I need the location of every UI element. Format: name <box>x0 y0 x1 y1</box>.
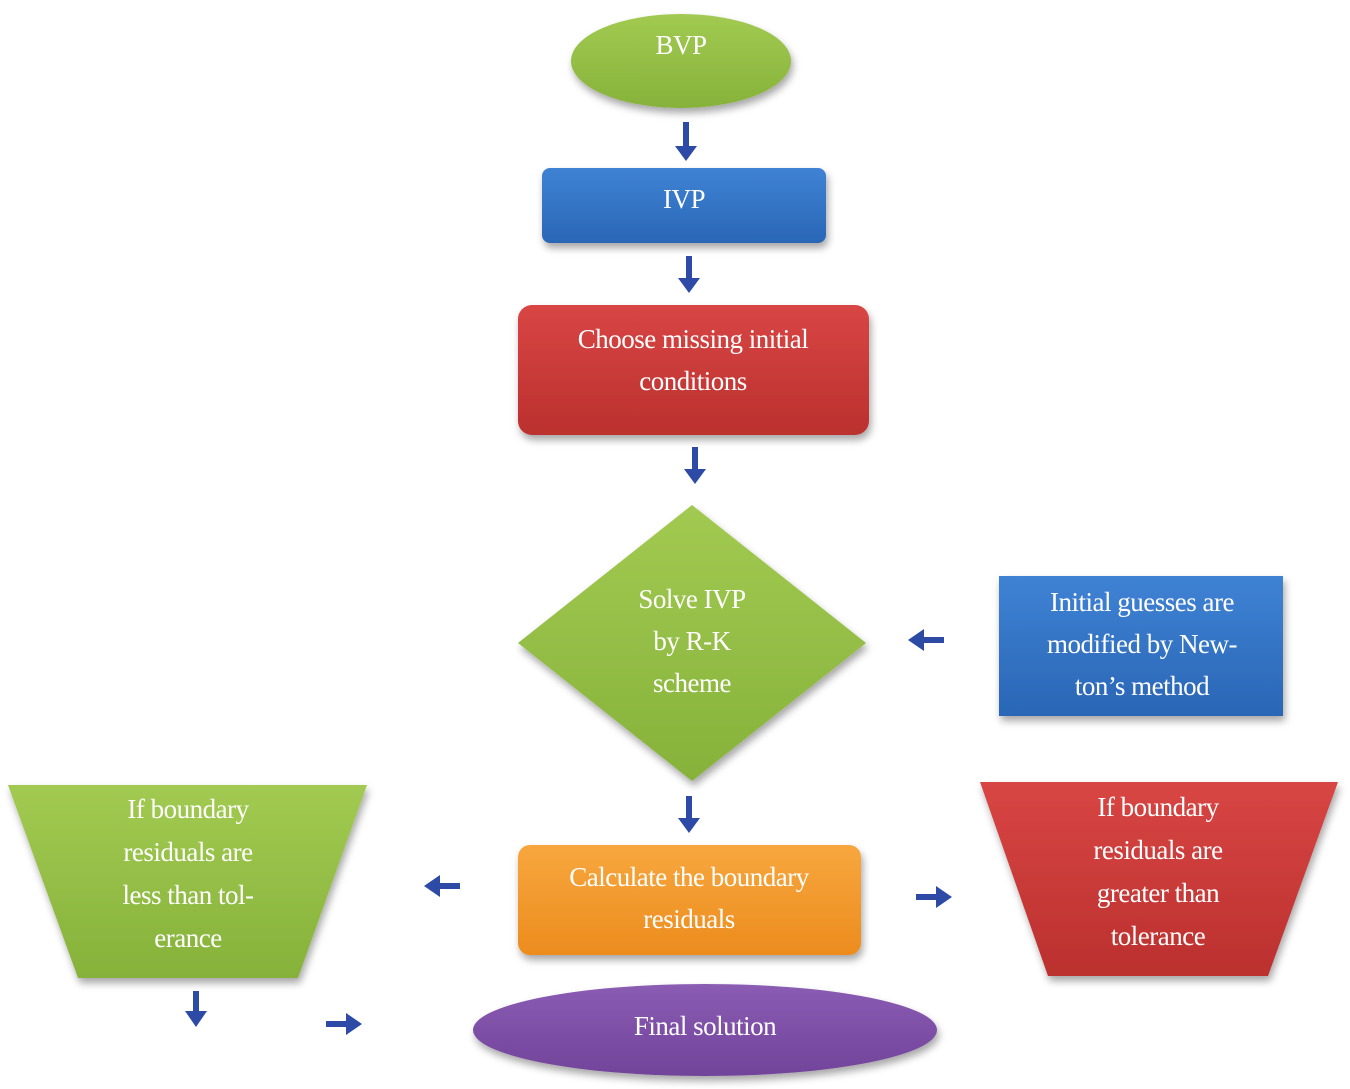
node-less-line: less than tol- <box>123 880 254 910</box>
arrow-calculate-to-less <box>424 875 460 897</box>
node-final-text: Final solution <box>634 1011 777 1041</box>
node-solve-line: Solve IVP <box>638 584 745 614</box>
node-ivp-shape <box>542 168 826 243</box>
node-calculate-text: Calculate the boundary residuals <box>569 862 809 934</box>
node-final-line: Final solution <box>634 1011 777 1041</box>
arrow-down-icon <box>185 1011 207 1027</box>
node-ivp-text: IVP <box>663 184 705 214</box>
node-less: If boundary residuals are less than tol-er… <box>8 785 367 978</box>
node-solve-line: by R-K <box>653 626 731 656</box>
arrow-left-icon <box>908 629 924 651</box>
node-solve: Solve IVP by R-K scheme <box>518 505 866 781</box>
node-greater-line: tolerance <box>1111 921 1206 951</box>
node-bvp: BVP <box>571 14 791 108</box>
node-bvp-shape <box>571 14 791 108</box>
node-guesses-shape <box>999 576 1283 716</box>
node-solve-line: scheme <box>653 668 731 698</box>
arrow-bvp-to-ivp <box>675 122 697 161</box>
node-final: Final solution <box>473 984 937 1076</box>
node-greater-text: If boundary residuals are greater than tole… <box>1093 792 1223 951</box>
arrow-down-icon <box>675 146 697 161</box>
arrow-down-icon <box>678 818 700 833</box>
node-calculate: Calculate the boundary residuals <box>518 845 861 955</box>
arrow-right-icon <box>346 1013 362 1035</box>
node-calculate-shape <box>518 845 861 955</box>
arrow-ivp-to-choose <box>678 256 700 293</box>
arrow-down-icon <box>678 278 700 293</box>
node-calculate-line: Calculate the boundary <box>569 862 809 892</box>
node-ivp: IVP <box>542 168 826 243</box>
node-guesses-text: Initial guesses are modified by New-ton’s… <box>1047 587 1237 701</box>
node-bvp-line: BVP <box>655 30 706 60</box>
node-guesses-line: Initial guesses are <box>1050 587 1234 617</box>
node-bvp-text: BVP <box>655 30 706 60</box>
arrow-down-icon <box>684 469 706 484</box>
node-less-text: If boundary residuals are less than tol-er… <box>123 794 254 953</box>
arrow-choose-to-solve <box>684 447 706 484</box>
node-choose-line: conditions <box>639 366 747 396</box>
arrow-to-final <box>326 1013 362 1035</box>
node-ivp-line: IVP <box>663 184 705 214</box>
node-guesses: Initial guesses are modified by New-ton’s… <box>999 576 1283 716</box>
node-less-line: residuals are <box>123 837 253 867</box>
node-greater-line: residuals are <box>1093 835 1223 865</box>
node-guesses-line: ton’s method <box>1075 671 1210 701</box>
node-less-line: If boundary <box>127 794 249 824</box>
arrow-left-icon <box>424 875 440 897</box>
arrow-calculate-to-greater <box>916 886 952 908</box>
node-choose-text: Choose missing initial conditions <box>578 324 809 396</box>
arrow-solve-to-calculate <box>678 796 700 833</box>
node-choose-shape <box>518 305 869 435</box>
node-solve-text: Solve IVP by R-K scheme <box>638 584 745 698</box>
node-choose: Choose missing initial conditions <box>518 305 869 435</box>
node-greater-line: If boundary <box>1097 792 1219 822</box>
arrow-guesses-to-solve <box>908 629 944 651</box>
node-solve-shape <box>518 505 866 781</box>
node-guesses-line: modified by New- <box>1047 629 1237 659</box>
arrow-less-down <box>185 991 207 1027</box>
node-final-shape <box>473 984 937 1076</box>
node-greater: If boundary residuals are greater than tole… <box>980 782 1338 976</box>
node-less-line: erance <box>154 923 222 953</box>
node-choose-line: Choose missing initial <box>578 324 809 354</box>
node-less-shape <box>8 785 367 978</box>
node-greater-shape <box>980 782 1338 976</box>
arrow-right-icon <box>936 886 952 908</box>
node-calculate-line: residuals <box>643 904 734 934</box>
node-greater-line: greater than <box>1097 878 1220 908</box>
